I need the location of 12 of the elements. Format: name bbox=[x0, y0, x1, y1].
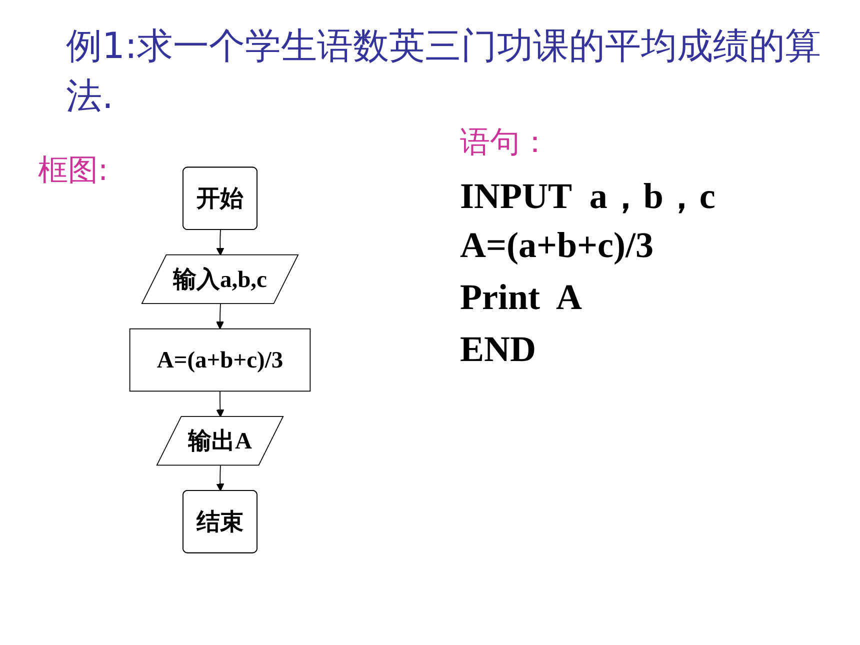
code-line: END bbox=[460, 328, 536, 370]
node-box: A=(a+b+c)/3 bbox=[129, 328, 311, 392]
section-label: 语句： bbox=[460, 124, 550, 162]
title: 例1:求一个学生语数英三门功课的平均成绩的算法. bbox=[66, 25, 822, 119]
arrow bbox=[216, 390, 224, 418]
code-line: INPUT a，b，c bbox=[460, 175, 716, 218]
code-line: Print A bbox=[460, 276, 582, 318]
code-line: A=(a+b+c)/3 bbox=[460, 224, 654, 266]
section-label: 框图: bbox=[38, 152, 108, 190]
arrow bbox=[216, 304, 224, 330]
arrow bbox=[216, 230, 224, 256]
arrow bbox=[216, 465, 224, 492]
